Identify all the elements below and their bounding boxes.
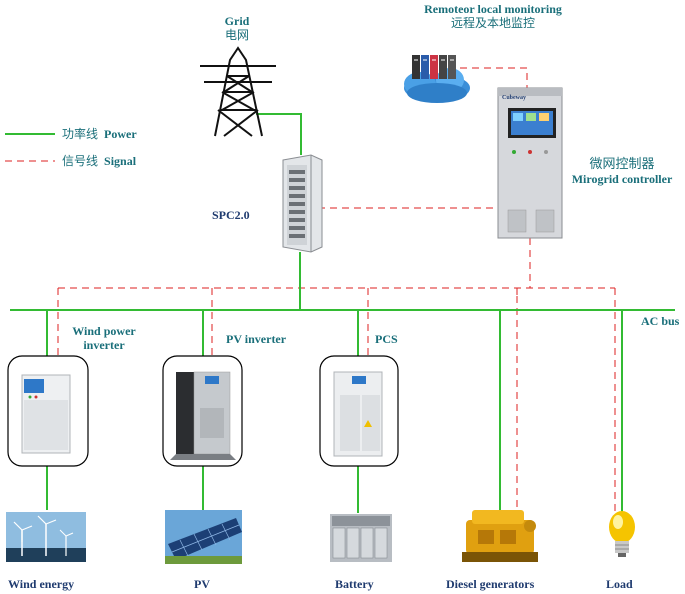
diesel-generator-image — [462, 510, 538, 562]
wind-inverter-label-1: Wind power — [72, 324, 136, 338]
battery-label: Battery — [335, 577, 374, 591]
legend-power-label: 功率线 Power — [62, 127, 137, 141]
microgrid-controller-cabinet — [497, 87, 563, 239]
wind-farm-image — [6, 512, 86, 562]
grid-tower-icon — [200, 46, 276, 137]
solar-panel-image — [165, 510, 242, 564]
grid-label-cn: 电网 — [224, 28, 249, 42]
legend-power-en: Power — [104, 127, 137, 141]
wind-energy-label: Wind energy — [8, 577, 75, 591]
controller-label-en: Mirogrid controller — [571, 172, 673, 186]
power-lines — [10, 113, 675, 513]
server-icons — [412, 55, 456, 79]
signal-lines — [57, 67, 616, 512]
light-bulb-icon — [609, 511, 635, 557]
spc-cabinet — [282, 154, 323, 253]
legend-signal-cn: 信号线 — [62, 154, 99, 168]
pcs-label: PCS — [375, 332, 398, 346]
load-label: Load — [606, 577, 633, 591]
legend-signal-label: 信号线 Signal — [62, 154, 136, 168]
pv-inverter-label: PV inverter — [226, 332, 287, 346]
remote-monitoring-label: Remoteor local monitoring 远程及本地监控 — [398, 2, 588, 30]
remote-monitoring-en: Remoteor local monitoring — [424, 2, 562, 16]
diesel-label: Diesel generators — [446, 577, 535, 591]
spc-label: SPC2.0 — [212, 208, 250, 222]
battery-rack-image — [330, 514, 392, 562]
ac-bus-label: AC bus — [641, 314, 680, 328]
pv-label: PV — [194, 577, 210, 591]
grid-label: Grid 电网 — [220, 14, 254, 42]
remote-monitoring-cn: 远程及本地监控 — [450, 16, 535, 30]
controller-label: 微网控制器 Mirogrid controller — [562, 157, 682, 187]
grid-label-en: Grid — [224, 14, 250, 28]
pcs-unit — [319, 355, 399, 467]
pv-inverter-unit — [162, 355, 243, 467]
wind-inverter-unit — [7, 355, 89, 467]
legend-signal-en: Signal — [104, 154, 137, 168]
controller-label-cn: 微网控制器 — [589, 157, 655, 172]
legend-power-cn: 功率线 — [62, 127, 99, 141]
wind-inverter-label: Wind power inverter — [64, 324, 144, 352]
controller-brand: Cubeway — [502, 95, 527, 101]
wind-inverter-label-2: inverter — [83, 338, 125, 352]
